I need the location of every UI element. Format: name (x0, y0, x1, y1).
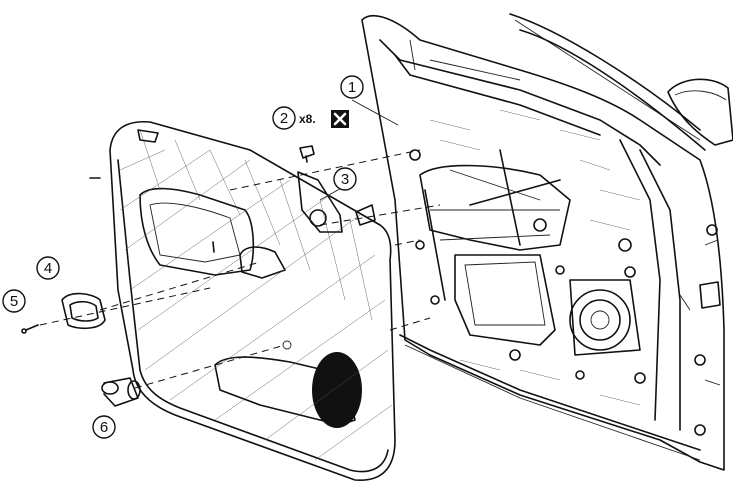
door-frame (361, 13, 733, 471)
callout-4-label: 4 (44, 260, 52, 277)
trim-clip-part (299, 145, 315, 163)
assembly-lines (39, 149, 441, 389)
cross-box-icon (331, 110, 349, 128)
tweeter-cover-part (297, 171, 376, 233)
callout-4: 4 (36, 256, 60, 280)
screw-part (21, 324, 39, 334)
handle-bezel-part (61, 292, 106, 330)
callout-6: 6 (92, 415, 116, 439)
door-fastener-holes (409, 149, 718, 436)
callout-5-label: 5 (10, 293, 18, 310)
switch-plug-part (101, 377, 141, 407)
callout-2: 2 (272, 106, 296, 130)
callout-2-label: 2 (280, 110, 288, 127)
callout-1-label: 1 (348, 79, 356, 96)
callout-3: 3 (333, 167, 357, 191)
callout-1: 1 (340, 75, 364, 99)
callout-5: 5 (2, 289, 26, 313)
speaker-grille (312, 352, 362, 428)
door-trim-panel (89, 121, 396, 481)
quantity-note: x8. (299, 112, 316, 126)
callout-6-label: 6 (100, 419, 108, 436)
callout-3-label: 3 (341, 171, 349, 188)
